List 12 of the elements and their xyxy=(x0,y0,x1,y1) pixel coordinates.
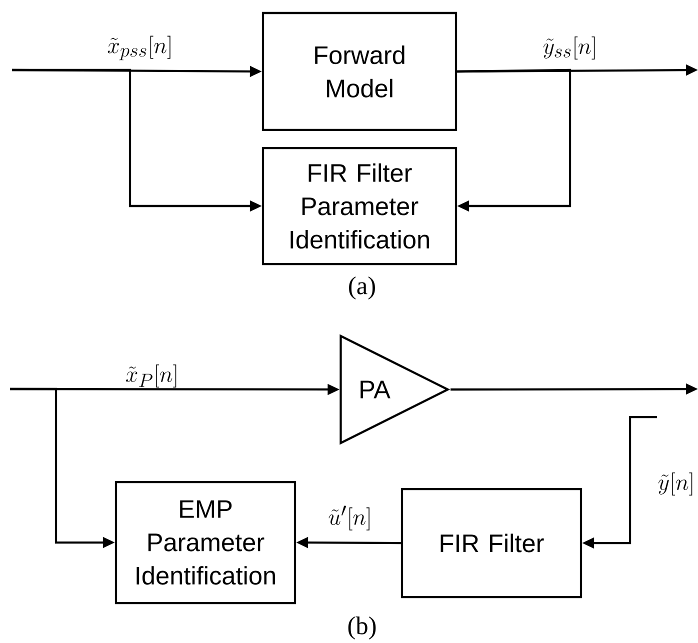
process-box: FIR Filter xyxy=(400,488,582,598)
edge-label: $\tilde{y}[n]$ xyxy=(658,472,692,496)
edge-label: $\tilde{x}_{pss}[n]$ xyxy=(108,36,170,60)
edge-label: $\tilde{y}_{ss}[n]$ xyxy=(543,36,595,60)
process-box: EMP Parameter Identification xyxy=(114,480,296,604)
process-box: FIR Filter Parameter Identification xyxy=(262,146,458,266)
caption-label: (b) xyxy=(348,616,376,640)
arrow xyxy=(457,68,572,212)
edge-label: $\tilde{x}_{P}[n]$ xyxy=(126,364,176,388)
caption-label: (a) xyxy=(349,276,375,300)
edge-label: $\tilde{u}'[n]$ xyxy=(328,506,370,530)
process-box: Forward Model xyxy=(262,12,458,132)
